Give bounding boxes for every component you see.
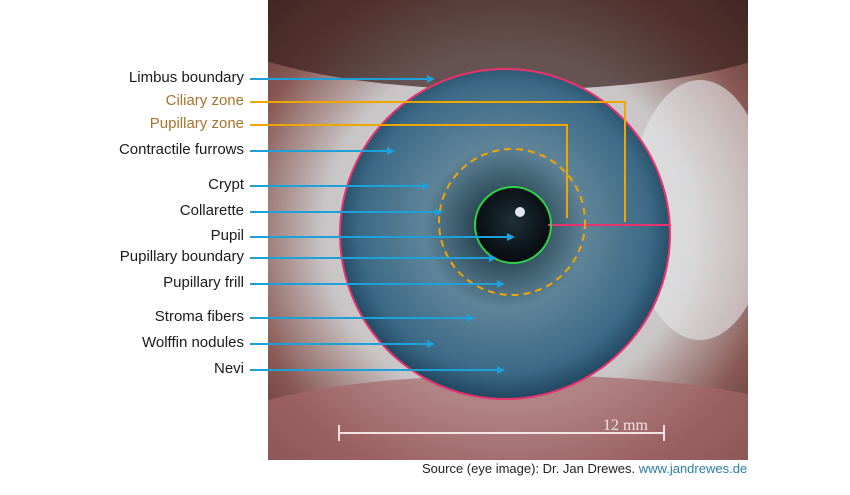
credit-text: Source (eye image): Dr. Jan Drewes. <box>422 461 636 476</box>
image-credit: Source (eye image): Dr. Jan Drewes. www.… <box>422 461 747 476</box>
arrow-head-icon <box>489 254 497 262</box>
label-stroma-fibers: Stroma fibers <box>154 308 244 325</box>
arrow-head-icon <box>497 280 505 288</box>
label-wolffin-nodules: Wolffin nodules <box>141 334 244 351</box>
scale-bar-label: 12 mm <box>603 417 648 434</box>
limbus-boundary-ring <box>339 68 671 400</box>
arrow-head-icon <box>467 314 475 322</box>
label-crypt: Crypt <box>208 176 244 193</box>
collarette-ring <box>438 148 586 296</box>
label-arrows <box>250 75 515 374</box>
scale-bar <box>338 425 665 441</box>
arrow-head-icon <box>427 340 435 348</box>
label-pupillary-frill: Pupillary frill <box>163 274 244 291</box>
label-limbus-boundary: Limbus boundary <box>128 69 244 86</box>
label-pupil: Pupil <box>210 227 244 244</box>
arrow-head-icon <box>427 75 435 83</box>
arrow-head-icon <box>497 366 505 374</box>
arrow-head-icon <box>435 208 443 216</box>
label-pupillary-boundary: Pupillary boundary <box>119 248 244 265</box>
arrow-head-icon <box>507 233 515 241</box>
label-pupillary-zone: Pupillary zone <box>149 115 244 132</box>
label-ciliary-zone: Ciliary zone <box>165 92 244 109</box>
label-collarette: Collarette <box>179 202 244 219</box>
credit-link[interactable]: www.jandrewes.de <box>638 461 748 476</box>
label-nevi: Nevi <box>213 360 244 377</box>
pupillary-boundary-ring <box>474 186 552 264</box>
arrow-head-icon <box>422 182 430 190</box>
label-contractile-furrows: Contractile furrows <box>118 141 244 158</box>
arrow-head-icon <box>387 147 395 155</box>
